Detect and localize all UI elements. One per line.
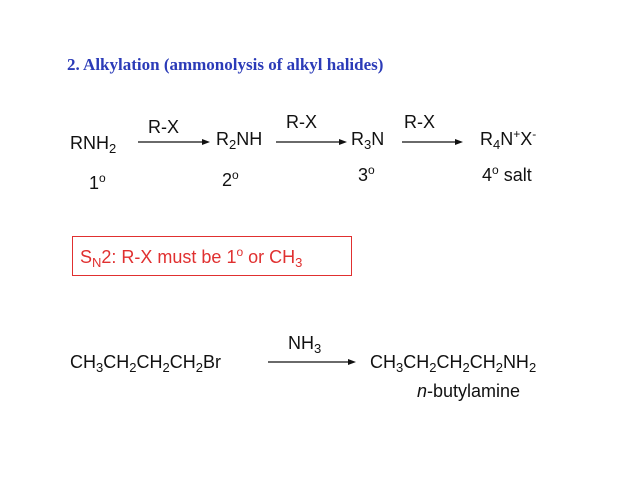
arrow-2-reagent: R-X xyxy=(286,112,317,132)
degree-label-primary: 1o xyxy=(89,171,106,193)
arrowhead-2 xyxy=(339,139,347,145)
primary-amine: RNH2 xyxy=(70,133,117,156)
sn2-note-box xyxy=(72,236,352,276)
degree-label-tertiary: 3o xyxy=(358,163,375,185)
example-reactant: CH3CH2CH2CH2Br xyxy=(70,352,221,375)
degree-label-secondary: 2o xyxy=(222,168,239,190)
degree-label-quaternary: 4o salt xyxy=(482,163,532,185)
example-reagent: NH3 xyxy=(288,333,322,356)
section-title: 2. Alkylation (ammonolysis of alkyl hali… xyxy=(67,55,384,74)
arrow-3-reagent: R-X xyxy=(404,112,435,132)
example-product: CH3CH2CH2CH2NH2 xyxy=(370,352,537,375)
example-product-name: n-butylamine xyxy=(417,381,521,401)
quaternary-salt: R4N+X- xyxy=(480,127,537,152)
secondary-amine: R2NH xyxy=(216,129,263,152)
arrowhead-3 xyxy=(455,139,463,145)
tertiary-amine: R3N xyxy=(351,129,385,152)
arrowhead-1 xyxy=(202,139,210,145)
arrowhead-4 xyxy=(348,359,356,365)
sn2-note-text: SN2: R-X must be 1o or CH3 xyxy=(80,245,303,270)
arrow-1-reagent: R-X xyxy=(148,117,179,137)
